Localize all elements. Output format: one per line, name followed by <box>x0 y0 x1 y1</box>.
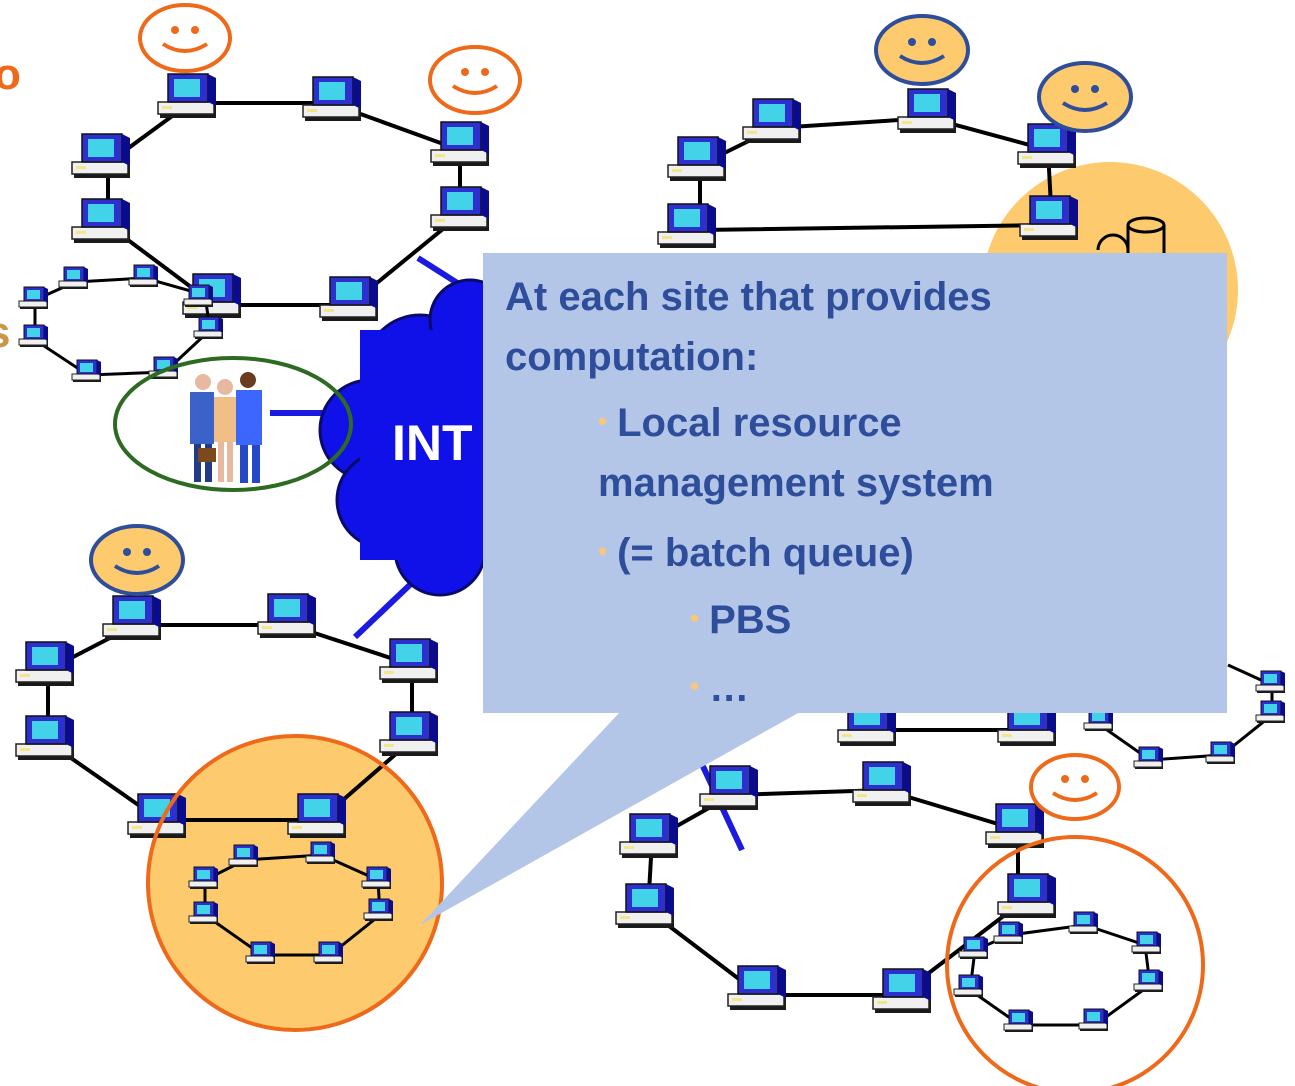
computer-icon <box>619 813 679 859</box>
computer-icon <box>727 965 787 1011</box>
cluster-bottom-right <box>615 701 1057 1014</box>
site-ring-bottom-left <box>146 734 444 1032</box>
computer-icon <box>183 284 214 308</box>
computer-icon <box>1078 1008 1109 1032</box>
computer-icon <box>18 324 49 348</box>
callout-item-1: •Local resource <box>598 401 902 445</box>
computer-icon <box>302 76 362 122</box>
computer-icon <box>15 641 75 687</box>
computer-icon <box>1255 670 1286 694</box>
computer-icon <box>379 638 439 684</box>
computer-icon <box>71 198 131 244</box>
computer-icon <box>58 266 89 290</box>
computer-icon <box>18 286 49 310</box>
edge-text-fragment: s <box>0 308 10 358</box>
computer-icon <box>71 133 131 179</box>
computer-icon <box>1255 700 1286 724</box>
highlight-disk-bottom-left <box>148 736 442 1030</box>
cluster-bottom-left <box>15 593 439 839</box>
computer-icon <box>953 974 984 998</box>
computer-icon <box>71 359 102 383</box>
callout-subitem-more: •… <box>690 666 750 710</box>
smiley-face-icon <box>89 524 185 596</box>
bullet-icon: • <box>598 406 608 436</box>
site-ring-bottom-right <box>945 835 1205 1086</box>
computer-icon <box>667 136 727 182</box>
computer-icon <box>872 968 932 1014</box>
cluster-right-edge-subring <box>1083 663 1286 770</box>
cluster-bottom-right-subring <box>953 911 1164 1033</box>
computer-icon <box>852 761 912 807</box>
smiley-face-icon <box>428 45 522 115</box>
internet-cloud-icon <box>318 278 512 597</box>
computer-icon <box>430 186 490 232</box>
computer-icon <box>1133 969 1164 993</box>
computer-icon <box>319 276 379 322</box>
bullet-icon: • <box>598 536 608 566</box>
smiley-face-icon <box>1037 61 1133 133</box>
user-group <box>113 356 353 492</box>
computer-icon <box>15 715 75 761</box>
computer-icon <box>897 88 957 134</box>
computer-icon <box>102 595 162 641</box>
computer-icon <box>742 98 802 144</box>
computer-icon <box>157 73 217 119</box>
callout-item-2: •(= batch queue) <box>598 531 914 575</box>
computer-icon <box>379 711 439 757</box>
callout-pointer <box>420 712 800 925</box>
computer-icon <box>993 921 1024 945</box>
computer-icon <box>997 873 1057 919</box>
people-icon <box>190 372 262 483</box>
callout-heading-line2: computation: <box>505 335 759 379</box>
bullet-icon: • <box>690 603 700 633</box>
computer-icon <box>1003 1009 1034 1033</box>
computer-icon <box>615 883 675 929</box>
smiley-face-icon <box>1029 753 1121 821</box>
internet-label: INT <box>392 415 473 471</box>
bullet-icon: • <box>690 671 700 701</box>
callout-subitem-pbs: •PBS <box>690 598 792 642</box>
computer-icon <box>128 264 159 288</box>
callout-item-1-cont: management system <box>598 461 994 505</box>
computer-icon <box>1205 741 1236 765</box>
cluster-bottom-left-subring <box>188 841 394 965</box>
cluster-top-left <box>71 73 490 322</box>
computer-icon <box>193 316 224 340</box>
computer-icon <box>257 593 317 639</box>
callout-heading-line1: At each site that provides <box>505 275 992 319</box>
callout-box <box>483 253 1227 713</box>
computer-icon <box>657 203 717 249</box>
edge-text-fragment: o <box>0 50 21 99</box>
smiley-face-icon <box>874 14 970 86</box>
smiley-face-icon <box>138 3 232 73</box>
computer-icon <box>1068 911 1099 935</box>
